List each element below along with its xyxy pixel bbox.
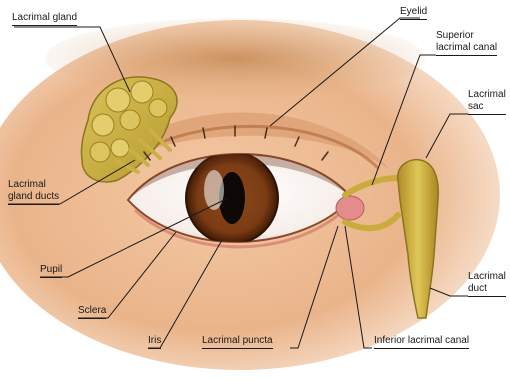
label-sclera: Sclera [78,305,106,319]
label-inferior-lacrimal-canal: Inferior lacrimal canal [374,335,469,349]
label-superior-lacrimal-canal: Superior lacrimal canal [436,30,497,56]
label-lacrimal-duct: Lacrimal duct [468,271,506,297]
label-lacrimal-gland: Lacrimal gland [12,12,77,26]
label-lacrimal-gland-ducts: Lacrimal gland ducts [8,179,59,205]
label-lacrimal-sac: Lacrimal sac [468,89,506,115]
label-lacrimal-puncta: Lacrimal puncta [202,335,273,349]
brow-shading [45,18,425,98]
label-iris: Iris [148,335,161,349]
label-eyelid: Eyelid [400,6,427,20]
inner-corner [336,196,364,220]
label-pupil: Pupil [40,264,62,278]
